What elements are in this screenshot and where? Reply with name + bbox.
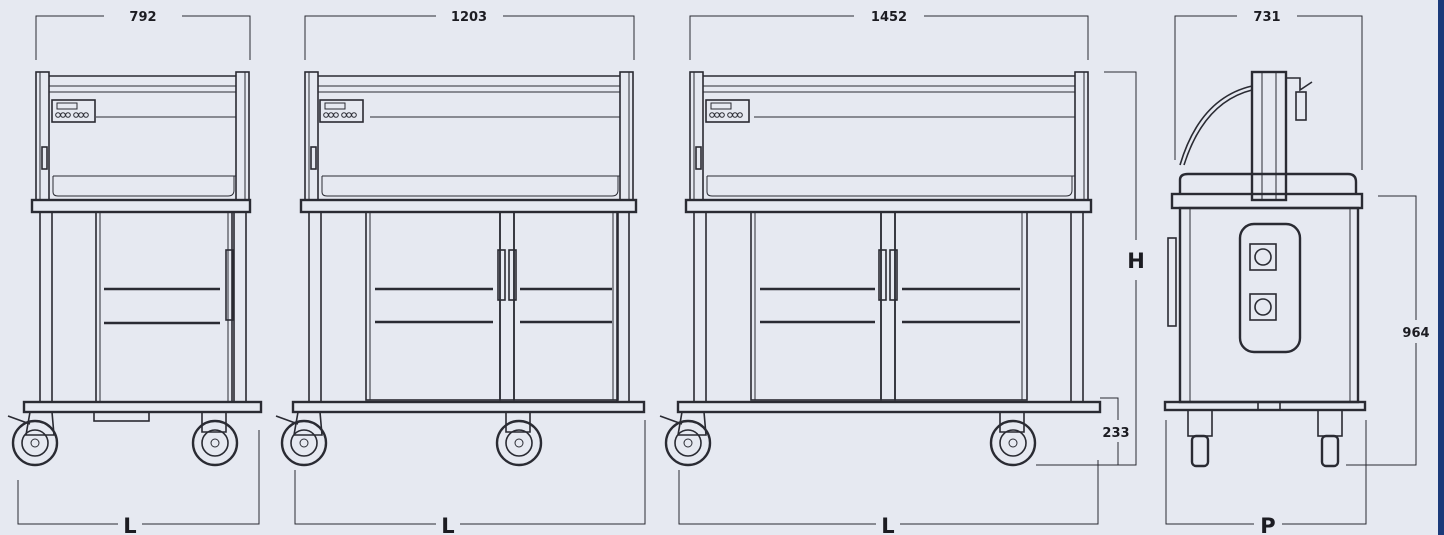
wheel-castor bbox=[191, 411, 239, 467]
wheel-side-right bbox=[1317, 409, 1343, 468]
wheel-castor bbox=[989, 411, 1037, 467]
wheel-brake bbox=[275, 411, 328, 467]
dimension-bottom-4: P bbox=[1165, 420, 1367, 535]
length-letter-1: L bbox=[123, 514, 136, 535]
length-letter-2: L bbox=[441, 514, 454, 535]
dimension-top-3: 1452 bbox=[689, 10, 1089, 60]
dimension-label-731: 731 bbox=[1253, 10, 1280, 25]
dimension-label-964: 964 bbox=[1402, 326, 1429, 341]
dimension-label-1452: 1452 bbox=[871, 10, 907, 25]
dimension-height-233: 233 bbox=[1100, 397, 1130, 465]
wheel-brake bbox=[7, 411, 59, 467]
control-panel bbox=[51, 99, 96, 123]
wheel-castor bbox=[495, 411, 543, 467]
dimension-bottom-3: L bbox=[678, 460, 1099, 535]
length-letter-3: L bbox=[881, 514, 894, 535]
dimension-height-964: 964 bbox=[1346, 195, 1430, 466]
dimension-label-233: 233 bbox=[1102, 426, 1129, 441]
dimension-top-4: 731 bbox=[1174, 10, 1363, 170]
wheel-brake bbox=[659, 411, 712, 467]
trolley-medium bbox=[275, 71, 646, 467]
dimension-height-h: H bbox=[1036, 71, 1145, 466]
socket-panel bbox=[1238, 222, 1302, 354]
trolley-large bbox=[659, 71, 1102, 467]
dimension-label-1203: 1203 bbox=[451, 10, 487, 25]
wheel-side-left bbox=[1187, 409, 1213, 468]
trolley-small bbox=[7, 71, 263, 467]
frame-accent-bar bbox=[1438, 0, 1444, 535]
dimension-label-792: 792 bbox=[129, 10, 156, 25]
trolley-side-view bbox=[1163, 70, 1367, 468]
depth-letter: P bbox=[1260, 514, 1275, 535]
dimension-bottom-2: L bbox=[294, 420, 646, 535]
dimension-top-2: 1203 bbox=[304, 10, 635, 60]
height-letter: H bbox=[1127, 249, 1145, 273]
dimension-top-1: 792 bbox=[35, 10, 251, 60]
dimension-bottom-1: L bbox=[17, 430, 260, 535]
